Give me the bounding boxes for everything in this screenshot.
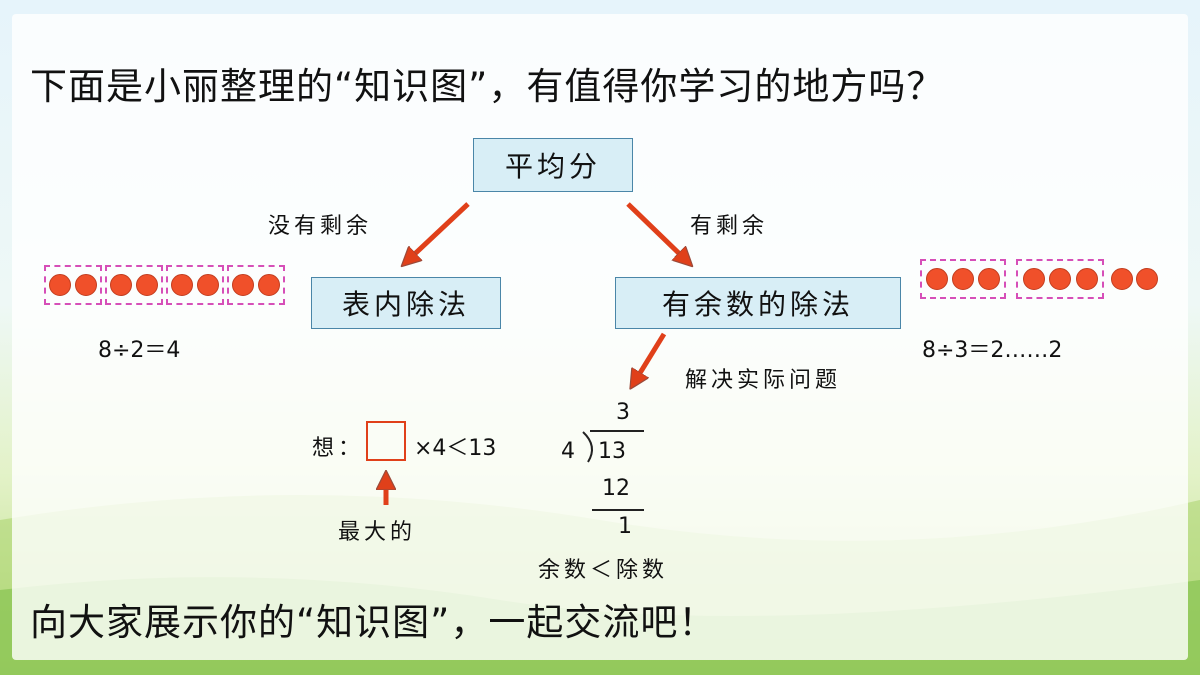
dot [232, 274, 255, 296]
dot [1075, 268, 1098, 290]
think-prefix: 想： [312, 436, 365, 461]
edge-label-has-remainder: 有剩余 [690, 214, 769, 239]
dot [257, 274, 280, 296]
dot [74, 274, 97, 296]
dot [1049, 268, 1071, 290]
dot-group-right-2 [1016, 259, 1104, 299]
dot [135, 274, 158, 296]
product: 12 [602, 476, 630, 501]
remainder: 1 [618, 514, 632, 539]
divisor: 4 [561, 439, 575, 464]
quotient: 3 [616, 400, 630, 425]
node-table-division: 表内除法 [311, 277, 501, 329]
node-division-with-remainder: 有余数的除法 [615, 277, 901, 329]
remainder-dot [1136, 268, 1158, 290]
dividend: 13 [598, 439, 626, 464]
think-expression: ×4＜13 [414, 436, 497, 461]
page-title: 下面是小丽整理的“知识图”，有值得你学习的地方吗？ [30, 65, 945, 108]
dot [49, 274, 72, 296]
equation-right: 8÷3＝2……2 [922, 338, 1063, 363]
dot [110, 274, 133, 296]
dot-group-left-3 [166, 265, 224, 305]
dot-group-left-2 [105, 265, 163, 305]
subtraction-bar [592, 509, 644, 511]
dot-group-left-4 [227, 265, 285, 305]
dot [1022, 268, 1045, 290]
remainder-rule: 余数＜除数 [538, 558, 669, 583]
dot-group-left-1 [44, 265, 102, 305]
dot [926, 268, 948, 290]
dot [978, 268, 1000, 290]
think-note: 最大的 [338, 520, 417, 545]
quotient-bar [590, 430, 644, 432]
equation-left: 8÷2＝4 [98, 338, 181, 363]
blank-box [366, 421, 406, 461]
footer-prompt: 向大家展示你的“知识图”，一起交流吧！ [30, 601, 717, 644]
dot [952, 268, 974, 290]
edge-label-no-remainder: 没有剩余 [268, 214, 373, 239]
node-average-division: 平均分 [473, 138, 633, 192]
dot [171, 274, 194, 296]
dot [196, 274, 219, 296]
dot-group-right-1 [920, 259, 1006, 299]
remainder-dot [1111, 268, 1133, 290]
edge-label-practical-problems: 解决实际问题 [685, 368, 842, 393]
slide-panel [12, 14, 1188, 660]
